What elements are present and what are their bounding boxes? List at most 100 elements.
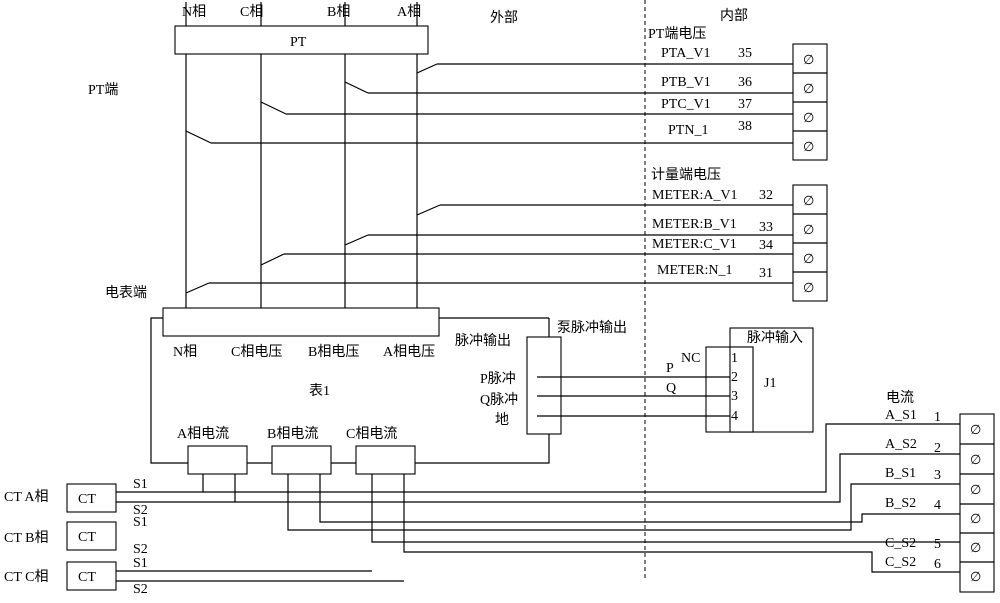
j1-p: P [666, 361, 674, 376]
current-terminal-block: ∅ ∅ ∅ ∅ ∅ ∅ [959, 413, 995, 593]
c-s2a-label: C_S2 [885, 536, 916, 551]
pt-box [174, 25, 429, 55]
ct-a-label: CT [78, 492, 96, 507]
meter-n-phase: N相 [173, 344, 197, 360]
ct-b-s2: S2 [133, 542, 148, 557]
terminal-38-symbol: ∅ [803, 139, 814, 154]
j1-pin-2: 2 [731, 370, 738, 385]
header-phase-a: A相 [397, 4, 421, 20]
j1-pin-1: 1 [731, 351, 738, 366]
terminal-3-symbol: ∅ [970, 482, 981, 497]
meter-terminal-block: ∅ ∅ ∅ ∅ [792, 184, 828, 302]
meter-b-num: 33 [759, 220, 773, 235]
a-current-coil [187, 445, 248, 475]
header-internal: 内部 [720, 8, 748, 24]
terminal-35-symbol: ∅ [803, 52, 814, 67]
q-pulse-label: Q脉冲 [480, 392, 518, 408]
meter-a-voltage: A相电压 [383, 344, 435, 360]
terminal-6-symbol: ∅ [970, 569, 981, 584]
ptb-num: 36 [738, 75, 752, 90]
ct-b-phase: CT B相 [4, 530, 48, 546]
terminal-5-symbol: ∅ [970, 540, 981, 555]
meter-a-label: METER:A_V1 [652, 188, 738, 203]
ct-c-s2: S2 [133, 582, 148, 597]
a-s1-num: 1 [934, 410, 941, 425]
b-s2-label: B_S2 [885, 496, 916, 511]
meter-c-voltage: C相电压 [231, 344, 282, 360]
c-s2a-num: 5 [934, 537, 941, 552]
ct-b-label: CT [78, 530, 96, 545]
terminal-33-symbol: ∅ [803, 222, 814, 237]
meter-n-num: 31 [759, 266, 773, 281]
meter-b-label: METER:B_V1 [652, 217, 737, 232]
meter-c-label: METER:C_V1 [652, 237, 737, 252]
terminal-4-symbol: ∅ [970, 511, 981, 526]
ct-a-phase: CT A相 [4, 489, 48, 505]
c-s2b-label: C_S2 [885, 555, 916, 570]
terminal-1-symbol: ∅ [970, 422, 981, 437]
ptb-label: PTB_V1 [661, 75, 711, 90]
ct-c-label: CT [78, 570, 96, 585]
meter-b-voltage: B相电压 [308, 344, 359, 360]
ptc-num: 37 [738, 97, 752, 112]
gnd-label: 地 [495, 412, 509, 428]
j1-name: J1 [764, 376, 776, 391]
pulse-out-box [526, 336, 562, 435]
meter-voltage-title: 计量端电压 [651, 167, 721, 183]
pt-label: PT [290, 35, 307, 50]
meter-outline [150, 317, 550, 464]
ct-c-s1: S1 [133, 556, 148, 571]
j1-pin-4: 4 [731, 409, 738, 424]
ptn-num: 38 [738, 119, 752, 134]
meter-c-num: 34 [759, 238, 773, 253]
header-phase-b: B相 [327, 4, 350, 20]
a-s1-label: A_S1 [885, 408, 917, 423]
p-pulse-label: P脉冲 [480, 371, 516, 387]
meter-end-label: 电表端 [105, 285, 147, 301]
pt-voltage-title: PT端电压 [648, 26, 706, 42]
pulse-out-title: 脉冲输出 [455, 333, 511, 349]
b-s1-num: 3 [934, 468, 941, 483]
meter-title: 表1 [309, 383, 330, 399]
header-external: 外部 [490, 10, 518, 26]
b-s1-label: B_S1 [885, 466, 916, 481]
c-current-label: C相电流 [346, 426, 397, 442]
j1-q: Q [666, 381, 676, 396]
meter-n-label: METER:N_1 [657, 263, 732, 278]
meter-a-num: 32 [759, 188, 773, 203]
ct-a-s1: S1 [133, 477, 148, 492]
a-s2-label: A_S2 [885, 437, 917, 452]
header-phase-n: N相 [182, 4, 206, 20]
terminal-32-symbol: ∅ [803, 193, 814, 208]
pump-pulse-title: 泵脉冲输出 [557, 320, 627, 336]
ct-b-s1: S1 [133, 515, 148, 530]
current-title: 电流 [886, 390, 914, 406]
b-current-label: B相电流 [267, 426, 318, 442]
pt-end-label: PT端 [88, 82, 118, 98]
meter-voltage-bar [162, 307, 440, 337]
j1-pin-3: 3 [731, 389, 738, 404]
a-current-label: A相电流 [177, 426, 229, 442]
ptc-label: PTC_V1 [661, 97, 711, 112]
ct-c-phase: CT C相 [4, 569, 48, 585]
terminal-37-symbol: ∅ [803, 110, 814, 125]
ptn-label: PTN_1 [668, 123, 708, 138]
c-s2b-num: 6 [934, 557, 941, 572]
ct-a-box [66, 483, 117, 513]
ct-c-box [66, 561, 117, 591]
terminal-36-symbol: ∅ [803, 81, 814, 96]
ct-a-s2: S2 [133, 503, 148, 518]
header-phase-c: C相 [240, 4, 263, 20]
j1-title: 脉冲输入 [747, 330, 803, 346]
terminal-2-symbol: ∅ [970, 452, 981, 467]
pt-terminal-block: ∅ ∅ ∅ ∅ [792, 43, 828, 161]
ct-b-box [66, 521, 117, 551]
c-current-coil [355, 445, 416, 475]
b-current-coil [271, 445, 332, 475]
pta-label: PTA_V1 [661, 46, 710, 61]
pta-num: 35 [738, 46, 752, 61]
terminal-34-symbol: ∅ [803, 251, 814, 266]
j1-nc: NC [681, 351, 700, 366]
terminal-31-symbol: ∅ [803, 280, 814, 295]
